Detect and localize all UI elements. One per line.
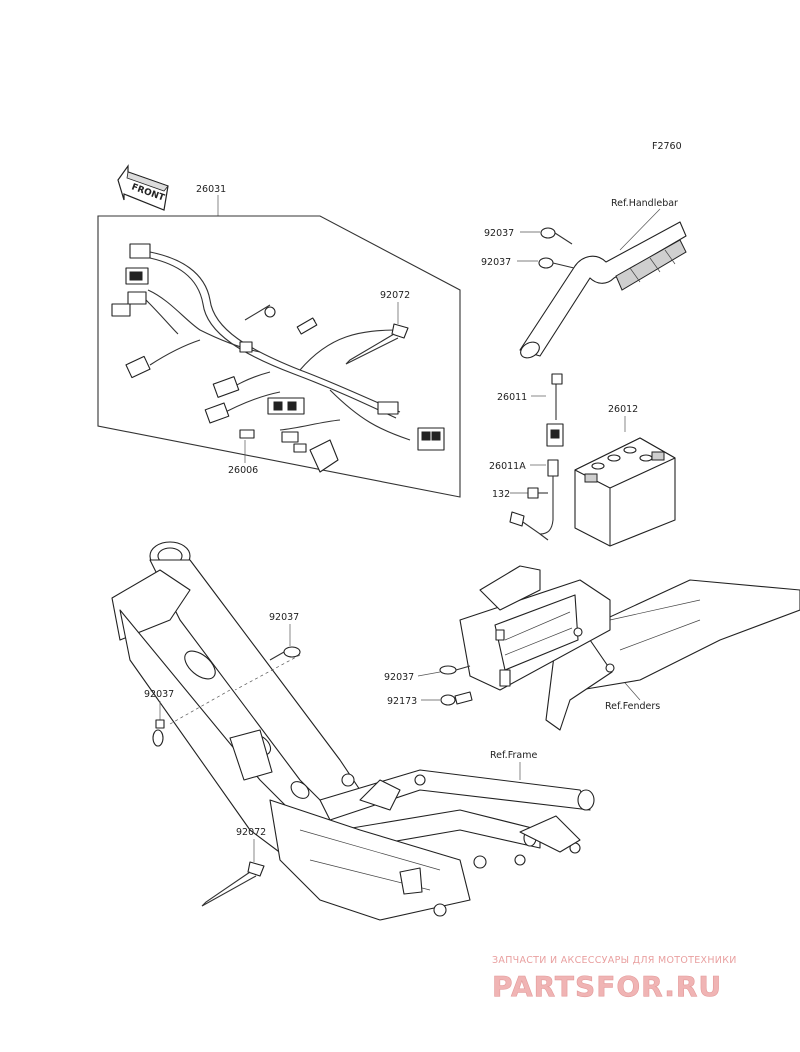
clamp-d-icon: [152, 719, 165, 747]
front-arrow-icon: [117, 164, 169, 211]
label-clamp-b: 92037: [481, 257, 511, 268]
label-lead-neg: 26011A: [489, 461, 526, 472]
label-fuse-holder: 26006: [228, 465, 258, 476]
battery-lead-positive: [546, 373, 564, 447]
label-lead-pos: 26011: [497, 392, 527, 403]
battery-lead-negative: [509, 459, 559, 541]
clamp-c-icon: [269, 646, 301, 661]
clamp-a-icon: [540, 227, 573, 245]
label-harness: 26031: [196, 184, 226, 195]
label-clamp-c: 92037: [269, 612, 299, 623]
label-clamp-a: 92037: [484, 228, 514, 239]
label-clamp-d: 92037: [144, 689, 174, 700]
battery-tray: [459, 565, 611, 691]
harness-box: [97, 215, 461, 498]
harness-connectors: [111, 243, 445, 473]
watermark-brand: PARTSFOR.RU: [492, 970, 722, 1003]
label-clamp-f: 92173: [387, 696, 417, 707]
rear-fender: [545, 579, 800, 731]
cable-tie-top: [345, 323, 409, 365]
bolt-icon: [527, 487, 548, 499]
label-tie-bottom: 92072: [236, 827, 266, 838]
figure-id: F2760: [652, 141, 682, 152]
handlebar: [519, 221, 687, 359]
watermark-tagline: ЗАПЧАСТИ И АКСЕССУАРЫ ДЛЯ МОТОТЕХНИКИ: [492, 955, 737, 966]
cable-tie-bottom: [201, 861, 265, 907]
label-ref-frame: Ref.Frame: [490, 750, 537, 761]
clamp-b-icon: [538, 257, 575, 269]
label-ref-fenders: Ref.Fenders: [605, 701, 660, 712]
label-ref-handlebar: Ref.Handlebar: [611, 198, 678, 209]
frame: [111, 541, 595, 921]
clamp-f-icon: [440, 691, 473, 706]
label-bolt: 132: [492, 489, 510, 500]
clamp-e-icon: [439, 665, 471, 675]
label-clamp-e: 92037: [384, 672, 414, 683]
label-tie-top: 92072: [380, 290, 410, 301]
battery: [574, 437, 676, 547]
label-battery: 26012: [608, 404, 638, 415]
